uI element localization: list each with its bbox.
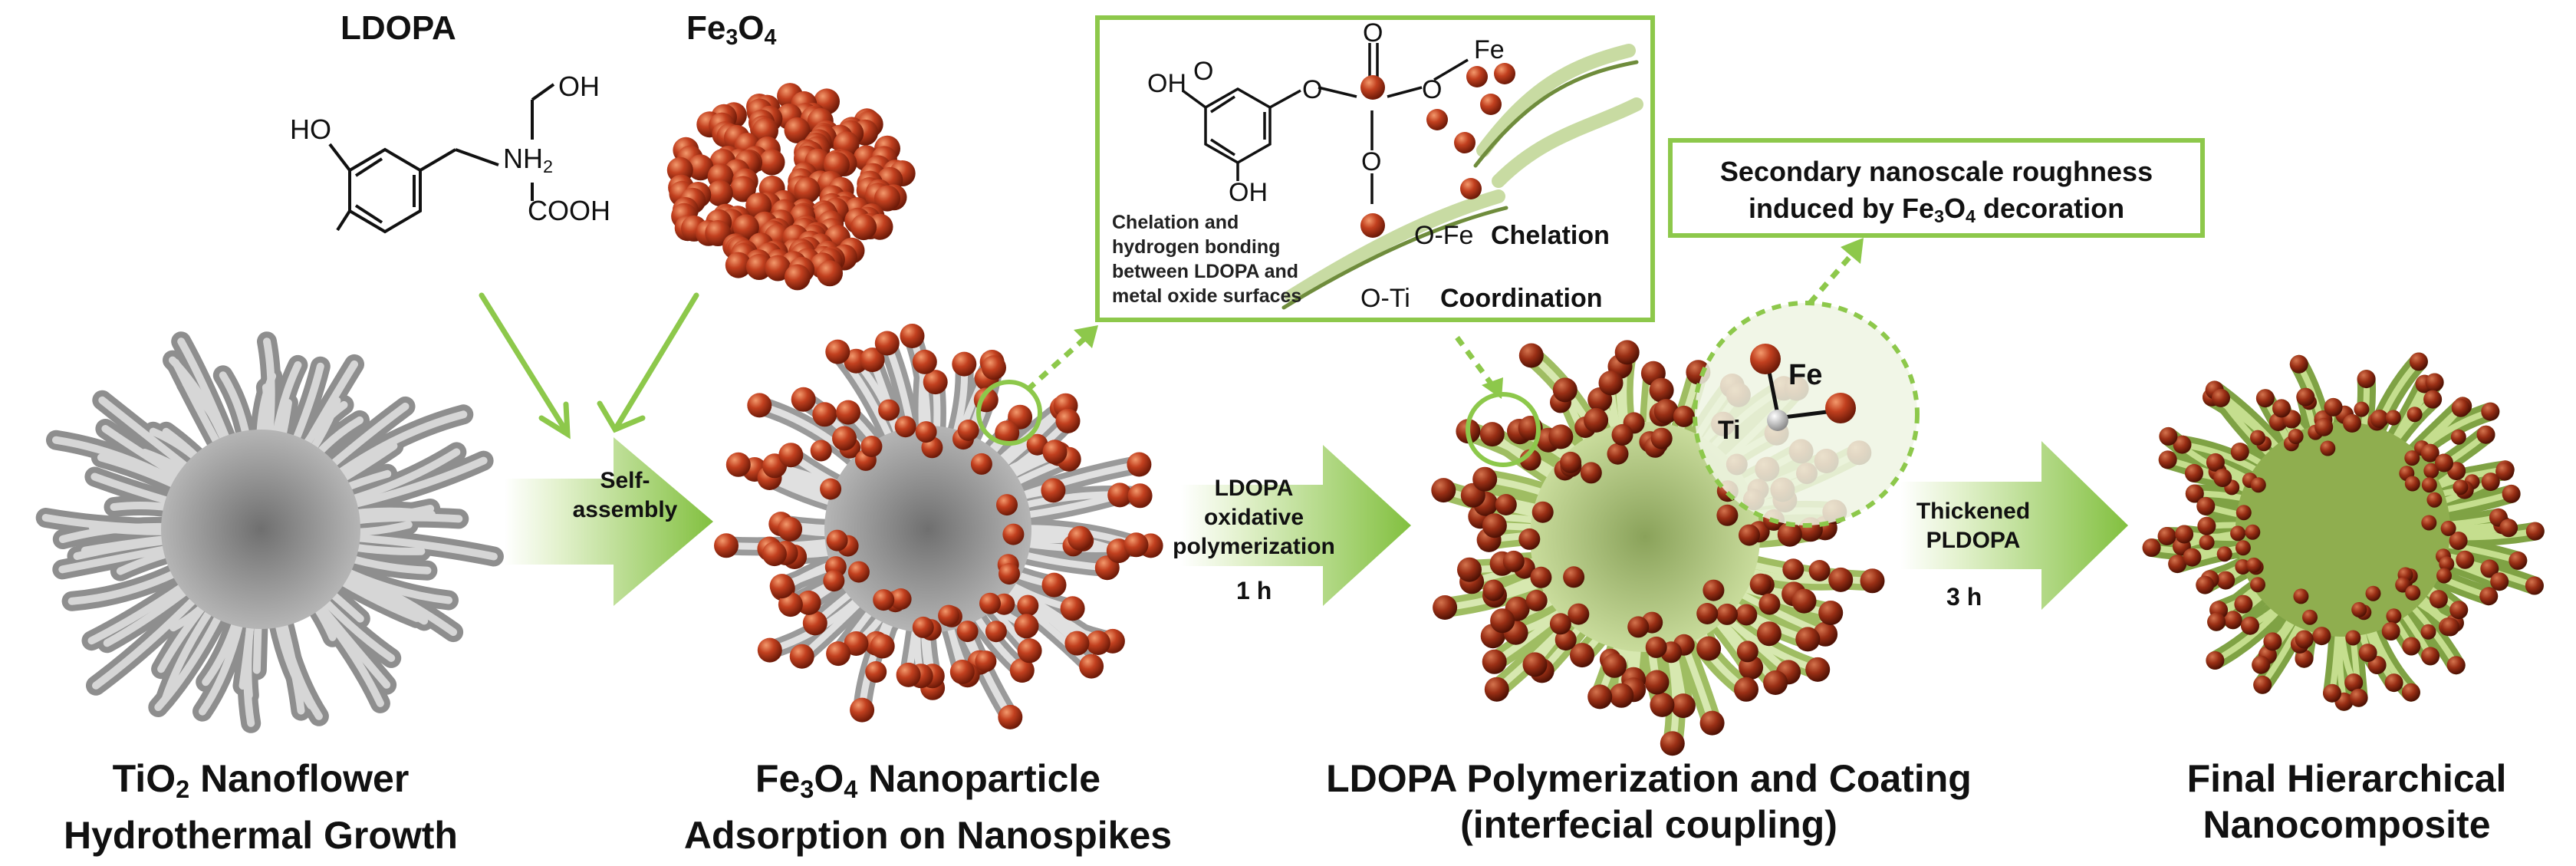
inset-ofe-label: O-Fe bbox=[1414, 221, 1474, 250]
thickening-arrow bbox=[1900, 441, 2128, 610]
zoom-circle-2 bbox=[1466, 392, 1541, 467]
svg-text:O: O bbox=[1422, 75, 1442, 104]
svg-text:O: O bbox=[1363, 20, 1383, 48]
svg-text:O: O bbox=[1361, 147, 1381, 176]
arrow-label-self-assembly: Self- assembly bbox=[572, 468, 678, 522]
fe3o4-nanoparticle-cluster-image bbox=[666, 83, 916, 291]
callout-line1: Secondary nanoscale roughness bbox=[1719, 156, 2153, 187]
mechanism-inset: OH O O O O O OH Fe Chelation and hydroge… bbox=[1095, 15, 1655, 322]
reagent-arrows bbox=[479, 292, 699, 440]
polymerization-arrow bbox=[1181, 445, 1411, 606]
time-label-3h: 3 h bbox=[1946, 583, 1982, 611]
caption-step-2: Fe3O4 Nanoparticle Adsorption on Nanospi… bbox=[683, 757, 1173, 858]
inset-oh-left: OH bbox=[1147, 69, 1186, 98]
inset-description: Chelation and hydrogen bonding between L… bbox=[1112, 212, 1302, 307]
callout-line2: induced by Fe3O4 decoration bbox=[1748, 193, 2125, 226]
caption-step-4: Final Hierarchical Nanocomposite bbox=[2186, 757, 2507, 846]
zoom-fe-label: Fe bbox=[1788, 359, 1823, 391]
zoom-circle-1 bbox=[976, 380, 1042, 446]
inset-chelation-label: Chelation bbox=[1491, 221, 1610, 250]
ldopa-coated-nanoflower-image bbox=[1431, 301, 1920, 756]
dotted-connectors bbox=[1025, 249, 1857, 392]
final-nanocomposite-image bbox=[2142, 352, 2545, 711]
time-label-1h: 1 h bbox=[1236, 577, 1272, 604]
molecule-ho: HO bbox=[290, 114, 331, 145]
inset-oh-bottom: OH bbox=[1229, 178, 1268, 207]
fe3o4-adsorbed-nanoflower-image bbox=[714, 324, 1163, 729]
svg-text:O: O bbox=[1302, 75, 1322, 104]
tio2-nanoflower-image bbox=[35, 331, 504, 733]
connector-heads bbox=[1074, 238, 1864, 399]
molecule-cooh: COOH bbox=[528, 195, 610, 226]
inset-coordination-label: Coordination bbox=[1440, 284, 1603, 313]
self-assembly-arrow bbox=[505, 437, 713, 606]
molecule-oh: OH bbox=[558, 71, 600, 102]
ldopa-molecule-structure bbox=[328, 83, 555, 234]
ldopa-label: LDOPA bbox=[341, 9, 456, 47]
arrow-label-thickening: Thickened PLDOPA bbox=[1916, 499, 2031, 553]
fe3o4-label: Fe3O4 bbox=[686, 9, 777, 51]
molecule-nh2: NH2 bbox=[503, 143, 554, 176]
inset-fe-label: Fe bbox=[1474, 35, 1505, 64]
caption-step-3: LDOPA Polymerization and Coating (interf… bbox=[1326, 757, 1972, 846]
roughness-callout: Secondary nanoscale roughness induced by… bbox=[1668, 138, 2205, 238]
svg-text:O: O bbox=[1193, 57, 1213, 86]
caption-step-1: TiO2 Nanoflower Hydrothermal Growth bbox=[64, 757, 458, 858]
fe-ti-bond-model bbox=[1750, 344, 1856, 431]
zoom-ti-label: Ti bbox=[1718, 416, 1741, 445]
arrow-label-polymerization: LDOPA oxidative polymerization bbox=[1173, 476, 1335, 559]
inset-oti-label: O-Ti bbox=[1360, 284, 1410, 313]
inset-structure: OH O O O O O OH Fe bbox=[1147, 20, 1643, 310]
